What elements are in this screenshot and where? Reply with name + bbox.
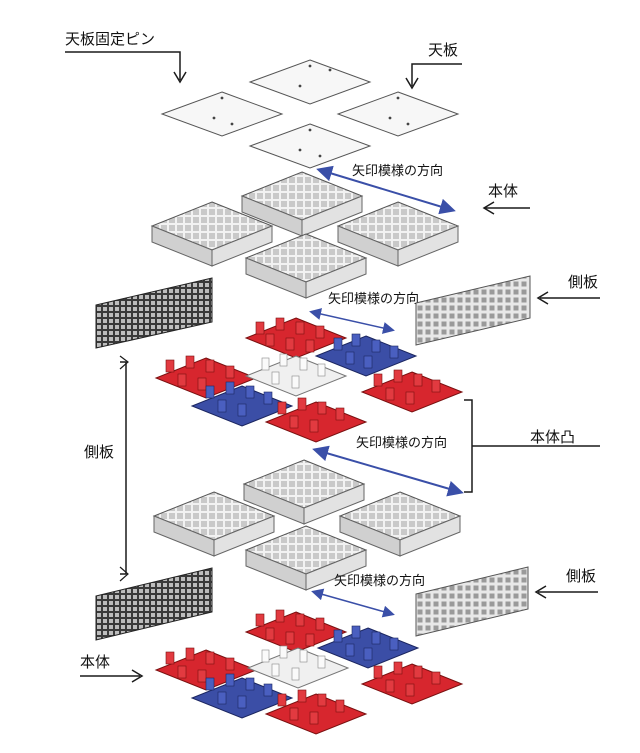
red-module: [360, 661, 464, 705]
red-module: [360, 369, 464, 413]
red-module: [244, 609, 348, 653]
body-module: [338, 491, 462, 557]
side-plate-left-upper: [95, 277, 213, 349]
arrow-direction-2: [309, 308, 395, 334]
body-module: [152, 491, 276, 557]
red-module: [264, 689, 368, 735]
arrow-direction-1: [316, 165, 456, 215]
label-body-1: 本体: [488, 182, 518, 200]
label-top-plate-pin: 天板固定ピン: [65, 30, 155, 48]
side-plate-right-lower: [415, 566, 529, 637]
white-module: [244, 353, 348, 397]
label-arrow-direction-3: 矢印模様の方向: [356, 435, 447, 451]
side-plate-right-upper: [415, 275, 531, 346]
label-body-2: 本体: [80, 653, 110, 671]
top-plate: [336, 91, 460, 137]
body-layer-upper: [150, 171, 460, 299]
leader-top-plate-pin: [65, 51, 181, 80]
label-body-convex: 本体凸: [530, 428, 575, 446]
label-top-plate: 天板: [428, 41, 458, 59]
label-arrow-direction-1: 矢印模様の方向: [352, 163, 443, 179]
blue-module: [314, 333, 418, 377]
blue-module: [190, 381, 294, 427]
arrow-direction-4: [311, 588, 395, 618]
top-plate-pins: [212, 64, 410, 158]
colored-layer-upper: [154, 317, 464, 443]
body-module: [242, 459, 366, 525]
body-module: [244, 525, 368, 591]
label-side-plate-1: 側板: [568, 273, 598, 291]
body-module: [150, 201, 274, 267]
blue-module: [316, 625, 420, 669]
red-module: [264, 397, 368, 443]
blue-module: [190, 673, 294, 719]
side-plate-left-lower: [95, 567, 213, 641]
body-layer-lower: [152, 459, 462, 591]
label-side-plate-2: 側板: [566, 567, 596, 585]
bracket-side-plate-left: [120, 361, 127, 575]
bracket-body-convex-vertical: [464, 399, 473, 493]
red-module: [244, 317, 348, 359]
arrow-direction-3: [312, 445, 464, 497]
top-plate: [248, 123, 372, 169]
leader-top-plate: [411, 63, 462, 86]
top-plate: [160, 91, 284, 137]
label-arrow-direction-4: 矢印模様の方向: [334, 573, 425, 589]
label-side-plate-left: 側板: [84, 443, 114, 461]
top-plate: [248, 59, 372, 105]
top-plates-layer: [160, 59, 460, 169]
colored-layer-lower: [154, 609, 464, 735]
body-module: [244, 233, 368, 299]
label-arrow-direction-2: 矢印模様の方向: [328, 291, 419, 307]
white-module: [246, 645, 350, 689]
